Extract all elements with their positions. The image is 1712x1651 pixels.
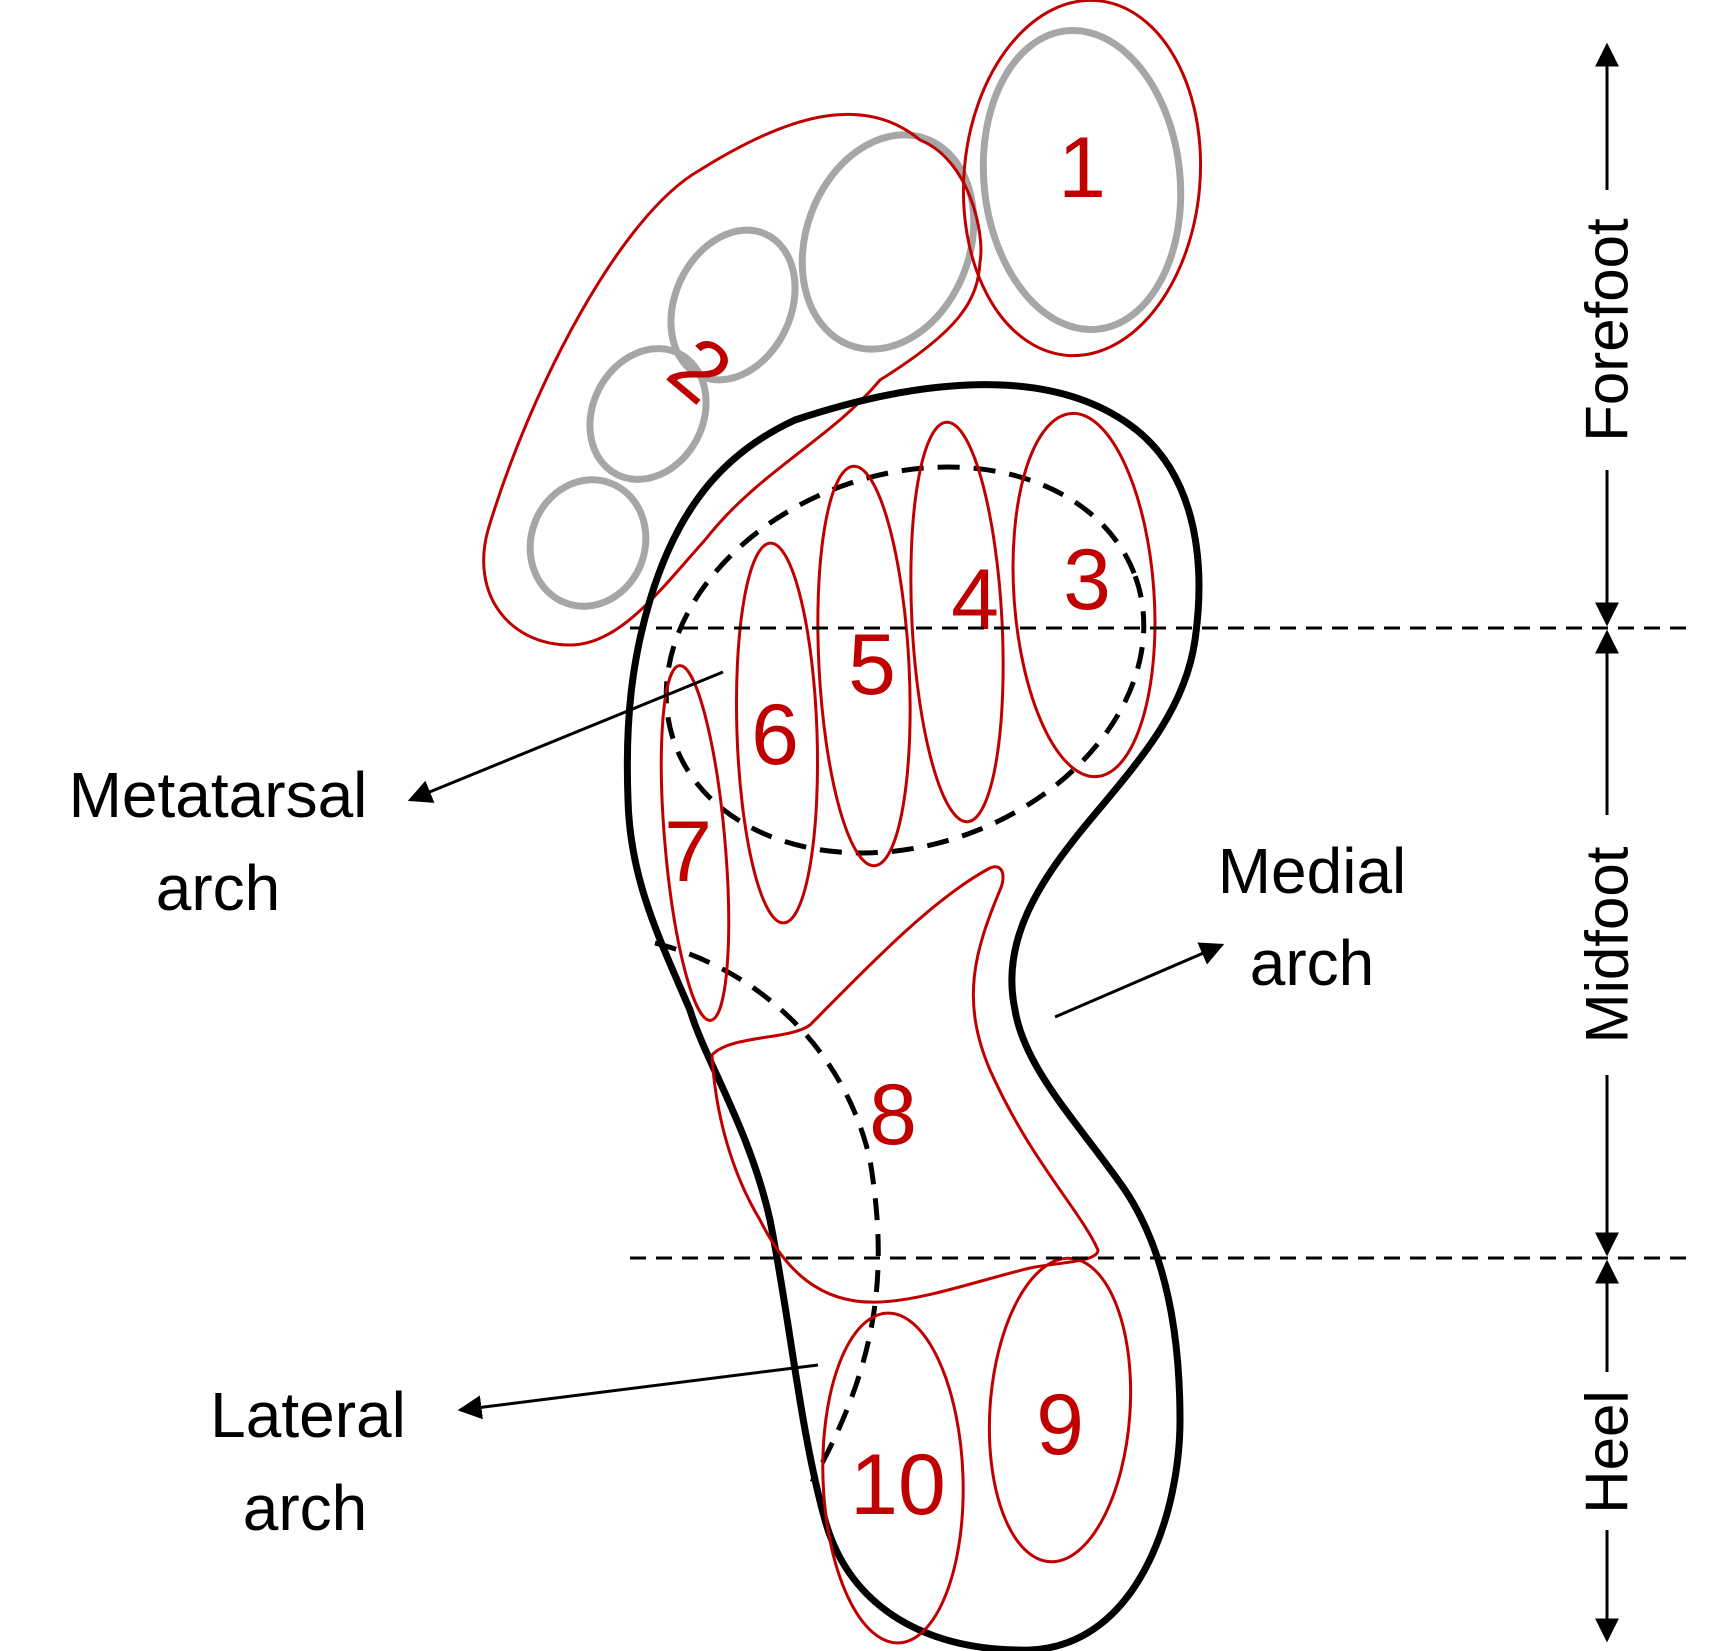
region-6-outline xyxy=(734,541,820,925)
region-3-outline xyxy=(1011,411,1157,779)
toe-prints xyxy=(526,26,1185,610)
midfoot-section-label: Midfoot xyxy=(1574,846,1641,1043)
metatarsal-arch-label-line1: Metatarsal xyxy=(69,759,368,831)
region-4-number: 4 xyxy=(951,552,999,648)
region-1-number: 1 xyxy=(1058,120,1106,216)
metatarsal-arch-dashed xyxy=(663,464,1147,856)
medial-arch-label-line2: arch xyxy=(1250,927,1375,999)
forefoot-section-label: Forefoot xyxy=(1574,218,1641,442)
region-9-outline xyxy=(987,1256,1133,1564)
region-8-outline xyxy=(710,865,1100,1304)
metatarsal-arch-arrow xyxy=(407,670,724,803)
region-7-number: 7 xyxy=(664,804,712,900)
region-1-outline xyxy=(961,0,1203,358)
metatarsal-arch-label-line2: arch xyxy=(156,852,281,924)
region-8-number: 8 xyxy=(869,1067,917,1163)
region-9-number: 9 xyxy=(1036,1377,1084,1473)
medial-arch-arrow xyxy=(1054,942,1225,1019)
toe-print-fifth xyxy=(526,476,650,610)
toe-print-big xyxy=(979,26,1185,334)
heel-section-label: Heel xyxy=(1574,1390,1641,1513)
region-4-outline xyxy=(909,420,1005,824)
region-10-number: 10 xyxy=(850,1437,946,1533)
lateral-arch-label-line2: arch xyxy=(243,1472,368,1544)
lateral-arch-arrow xyxy=(457,1363,819,1420)
toe-print-second xyxy=(798,131,978,353)
region-2-outline xyxy=(482,112,983,647)
region-6-number: 6 xyxy=(751,687,799,783)
region-7-outline xyxy=(659,664,731,1022)
region-5-number: 5 xyxy=(848,617,896,713)
region-3-number: 3 xyxy=(1063,532,1111,628)
region-5-outline xyxy=(816,464,912,868)
section-scale: Forefoot Midfoot Heel xyxy=(1574,42,1641,1643)
foot-outline xyxy=(623,381,1203,1651)
toe-print-fourth xyxy=(586,345,710,483)
region-2-number: 2 xyxy=(651,318,749,422)
region-10-outline xyxy=(821,1311,965,1645)
medial-arch-label-line1: Medial xyxy=(1218,835,1407,907)
lateral-arch-label-line1: Lateral xyxy=(210,1379,406,1451)
